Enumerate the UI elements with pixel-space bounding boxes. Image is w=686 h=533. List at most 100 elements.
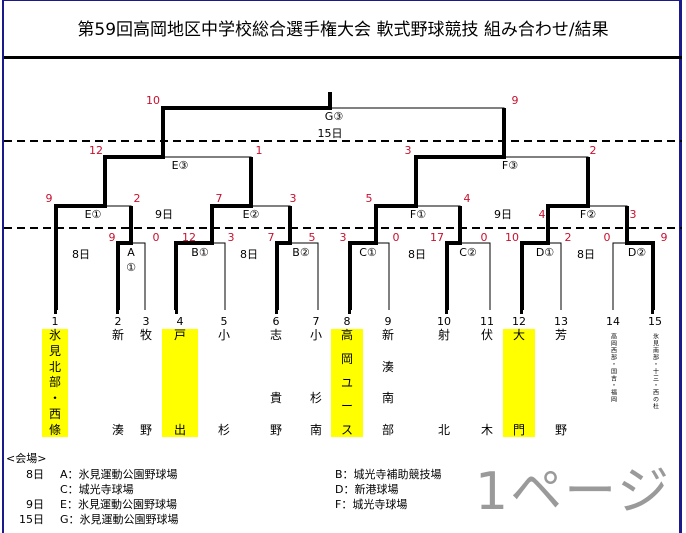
team-name-char: 新 — [381, 328, 395, 342]
team-name-char: 野 — [269, 422, 283, 437]
legend-venue: F：城光寺球場 — [335, 498, 408, 511]
winner-path — [54, 92, 332, 310]
score: 12 — [89, 144, 103, 157]
team-name-char: 伏 — [480, 328, 494, 342]
team-name-char — [274, 361, 278, 374]
score: 5 — [365, 192, 373, 205]
team-name-char: 南 — [381, 391, 395, 406]
team-name-char: ー — [340, 399, 353, 414]
match-label-c2: C② — [459, 246, 477, 259]
match-label-e2: E② — [242, 208, 260, 221]
winner-path — [445, 206, 462, 310]
team-name-char — [144, 392, 148, 405]
team-name-char — [485, 392, 489, 405]
team-name-char: 牧 — [139, 328, 153, 342]
team-name-char: 條 — [48, 422, 61, 437]
team-name-char: 野 — [554, 422, 568, 437]
team-name: 高岡ユース — [331, 329, 363, 437]
team-name-char: 新 — [111, 328, 125, 342]
team-name-char — [559, 392, 563, 405]
team-name-char: 野 — [139, 422, 153, 437]
team-name-char — [222, 361, 226, 374]
team-name-char: 小 — [309, 328, 323, 342]
score: 5 — [308, 231, 316, 244]
team-name-char: 部 — [381, 422, 395, 437]
team-name-char — [116, 361, 120, 374]
date-label: 8日 — [72, 248, 90, 261]
team-name-char: 出 — [173, 422, 186, 437]
date-label: 8日 — [577, 248, 595, 261]
team-name-char: 門 — [512, 422, 525, 437]
team-name: 射 北 — [438, 329, 450, 437]
team-name-char: 戸 — [173, 328, 186, 342]
page-title: 第59回高岡地区中学校総合選手権大会 軟式野球競技 組み合わせ/結果 — [4, 1, 682, 59]
score: 3 — [289, 192, 297, 205]
legend-date — [18, 481, 44, 494]
team-number: 7 — [312, 315, 320, 328]
match-label-b2: B② — [292, 246, 310, 259]
team-name-char — [517, 392, 521, 405]
team-name: 牧 野 — [140, 329, 152, 437]
winner-path — [625, 206, 655, 310]
team-name: 新湊南部 — [382, 329, 394, 437]
score: 9 — [45, 192, 53, 205]
team-name-char: 貴 — [269, 391, 283, 406]
venue-legend-heading: <会場> — [6, 452, 47, 465]
team-name: 氷見南部・十三・西の杜 — [651, 333, 659, 410]
score: 9 — [660, 231, 668, 244]
team-name-char: 部 — [48, 375, 61, 390]
team-name-char: 西 — [48, 407, 61, 422]
score: 10 — [505, 231, 519, 244]
legend-venue: B：城光寺補助競技場 — [335, 468, 442, 481]
team-name-char — [559, 361, 563, 374]
team-name: 戸 出 — [162, 329, 198, 437]
score: 2 — [564, 231, 572, 244]
score: 3 — [629, 208, 637, 221]
score: 17 — [430, 231, 444, 244]
team-name: 伏 木 — [481, 329, 493, 437]
team-name-char: 北 — [437, 422, 451, 437]
team-name-char: 湊 — [111, 422, 125, 437]
team-name: 氷見北部・西條 — [42, 329, 68, 437]
match-label-e3: E③ — [171, 159, 189, 172]
team-name-char — [442, 392, 446, 405]
winner-path — [116, 206, 133, 310]
page-watermark: 1ページ — [475, 462, 672, 522]
score: 4 — [463, 192, 471, 205]
date-label: 8日 — [240, 248, 258, 261]
team-number: 5 — [220, 315, 228, 328]
score: 7 — [215, 192, 223, 205]
team-name-char: 杉 — [217, 422, 231, 437]
team-name-char: ス — [340, 423, 353, 437]
score: 3 — [227, 231, 235, 244]
team-number: 10 — [437, 315, 451, 328]
team-number: 14 — [606, 315, 620, 328]
score: 3 — [404, 144, 412, 157]
winner-path — [348, 108, 506, 310]
team-number: 1 — [51, 315, 59, 328]
team-name-char: ・ — [48, 391, 61, 406]
legend-date: 9日 — [26, 498, 44, 511]
winner-path — [174, 157, 253, 310]
team-name-char: 杉 — [309, 391, 323, 406]
score: 4 — [538, 208, 546, 221]
team-name-char: 岡 — [340, 351, 353, 366]
legend-date: 15日 — [19, 513, 44, 526]
team-number: 12 — [512, 315, 526, 328]
score: 1 — [255, 144, 263, 157]
legend-venue — [335, 511, 339, 524]
match-label-g3: G③ — [324, 110, 344, 123]
score: 2 — [133, 192, 141, 205]
team-name-char: 志 — [269, 328, 283, 342]
team-name-char: 小 — [217, 328, 231, 342]
team-name-char: 南 — [309, 422, 323, 437]
winner-path — [520, 157, 590, 310]
legend-date: 8日 — [26, 468, 44, 481]
team-number: 3 — [142, 315, 150, 328]
match-label-f2: F② — [579, 208, 597, 221]
team-name-char — [178, 361, 182, 374]
date-label: 9日 — [494, 208, 512, 221]
team-name: 大 門 — [503, 329, 535, 437]
